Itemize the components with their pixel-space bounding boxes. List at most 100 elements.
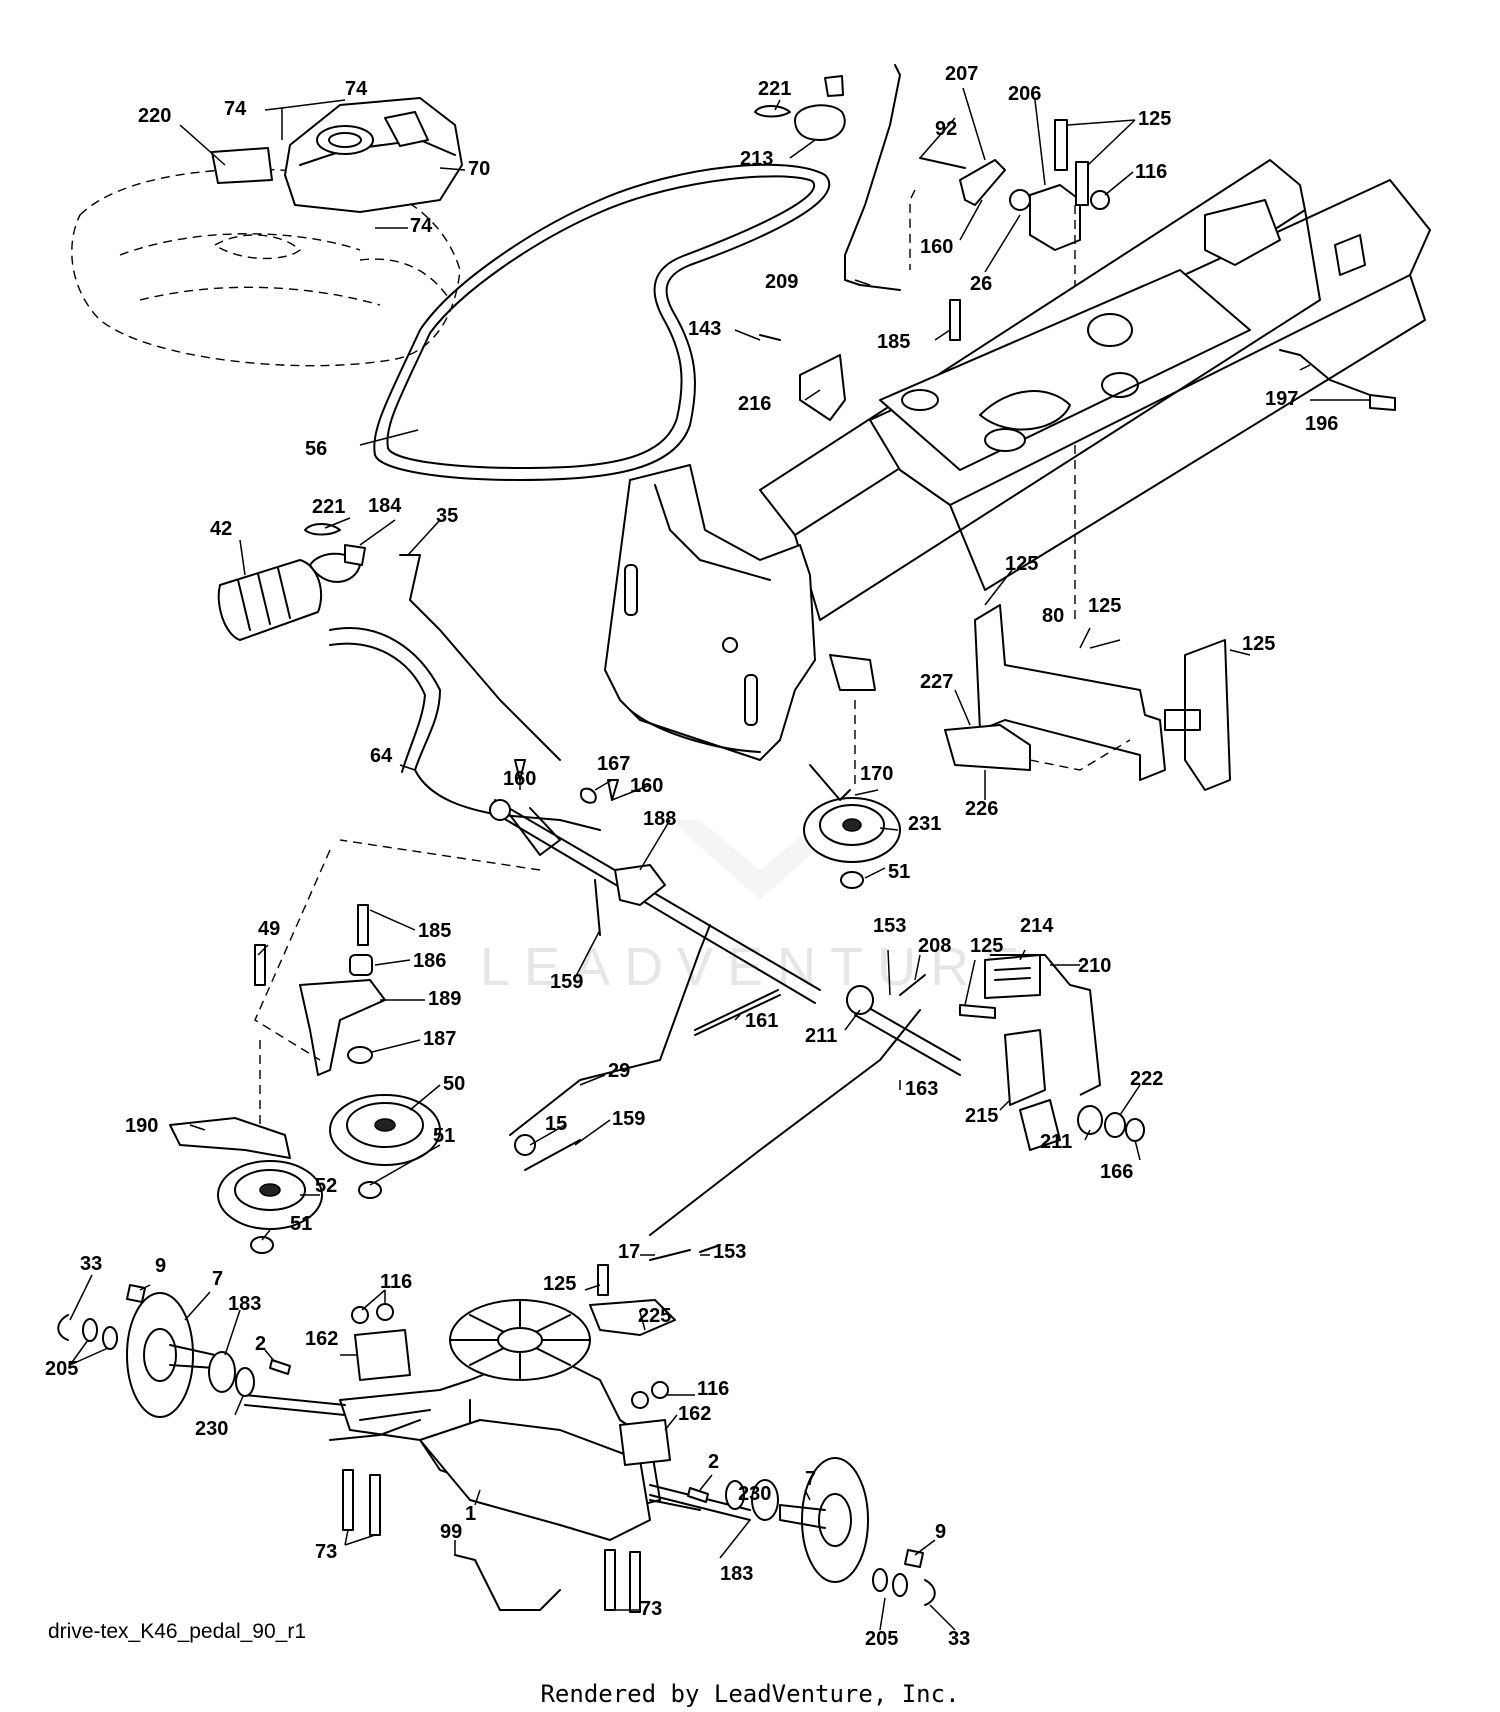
part-label[interactable]: 33 [948, 1628, 970, 1650]
part-label[interactable]: 74 [345, 78, 368, 100]
part-label[interactable]: 161 [745, 1010, 778, 1032]
part-label[interactable]: 185 [418, 920, 451, 942]
part-label[interactable]: 35 [436, 505, 458, 527]
part-label[interactable]: 160 [503, 768, 536, 790]
part-label[interactable]: 51 [433, 1125, 455, 1147]
part-label[interactable]: 125 [1242, 633, 1275, 655]
part-label[interactable]: 17 [618, 1241, 640, 1263]
part-label[interactable]: 222 [1130, 1068, 1163, 1090]
part-label[interactable]: 227 [920, 671, 953, 693]
part-label[interactable]: 33 [80, 1253, 102, 1275]
part-label[interactable]: 2 [255, 1333, 266, 1355]
part-label[interactable]: 9 [935, 1521, 946, 1543]
part-label[interactable]: 42 [210, 518, 232, 540]
part-label[interactable]: 226 [965, 798, 998, 820]
part-label[interactable]: 73 [640, 1598, 662, 1620]
part-label[interactable]: 153 [713, 1241, 746, 1263]
part-label[interactable]: 184 [368, 495, 402, 517]
part-label[interactable]: 167 [597, 753, 630, 775]
part-label[interactable]: 7 [805, 1468, 816, 1490]
part-label[interactable]: 2 [708, 1451, 719, 1473]
part-label[interactable]: 230 [738, 1483, 771, 1505]
part-label[interactable]: 159 [550, 971, 583, 993]
bolt-73-a [342, 1469, 354, 1531]
part-label[interactable]: 205 [45, 1358, 78, 1380]
part-label[interactable]: 221 [758, 78, 791, 100]
leader-lines [69, 87, 1370, 1631]
part-label[interactable]: 29 [608, 1060, 630, 1082]
part-label[interactable]: 50 [443, 1073, 465, 1095]
part-label[interactable]: 125 [543, 1273, 576, 1295]
part-label[interactable]: 7 [212, 1268, 223, 1290]
part-label[interactable]: 125 [1005, 553, 1038, 575]
part-label[interactable]: 143 [688, 318, 721, 340]
part-label[interactable]: 92 [935, 118, 957, 140]
rod-35 [399, 554, 561, 761]
bracket-216 [799, 354, 846, 421]
bushing-211-a [846, 985, 874, 1015]
part-label[interactable]: 215 [965, 1105, 998, 1127]
part-label[interactable]: 52 [315, 1175, 337, 1197]
part-label[interactable]: 216 [738, 393, 771, 415]
part-label[interactable]: 188 [643, 808, 676, 830]
part-label[interactable]: 190 [125, 1115, 158, 1137]
part-label[interactable]: 210 [1078, 955, 1111, 977]
part-label[interactable]: 162 [678, 1403, 711, 1425]
bolt-185-top [949, 299, 961, 341]
part-label[interactable]: 51 [888, 861, 910, 883]
part-label[interactable]: 170 [860, 763, 893, 785]
part-label[interactable]: 163 [905, 1078, 938, 1100]
part-label[interactable]: 160 [920, 236, 953, 258]
part-label[interactable]: 205 [865, 1628, 898, 1650]
part-label[interactable]: 230 [195, 1418, 228, 1440]
part-label[interactable]: 125 [1138, 108, 1171, 130]
knob-213 [794, 104, 846, 141]
part-label[interactable]: 220 [138, 105, 171, 127]
part-label[interactable]: 49 [258, 918, 280, 940]
part-label[interactable]: 221 [312, 496, 345, 518]
part-label[interactable]: 214 [1020, 915, 1054, 937]
part-label[interactable]: 183 [228, 1293, 261, 1315]
part-label[interactable]: 206 [1008, 83, 1041, 105]
part-label[interactable]: 185 [877, 331, 910, 353]
part-label[interactable]: 159 [612, 1108, 645, 1130]
part-label[interactable]: 160 [630, 775, 663, 797]
part-label[interactable]: 1 [465, 1503, 476, 1525]
part-label[interactable]: 225 [638, 1305, 671, 1327]
part-label[interactable]: 15 [545, 1113, 567, 1135]
part-label[interactable]: 231 [908, 813, 941, 835]
lever-64 [329, 627, 601, 831]
part-label[interactable]: 116 [380, 1271, 412, 1293]
part-label[interactable]: 51 [290, 1213, 312, 1235]
part-label[interactable]: 187 [423, 1028, 456, 1050]
part-label[interactable]: 56 [305, 438, 327, 460]
part-label[interactable]: 197 [1265, 388, 1298, 410]
part-label[interactable]: 166 [1100, 1161, 1133, 1183]
part-label[interactable]: 125 [1088, 595, 1121, 617]
part-label[interactable]: 162 [305, 1328, 338, 1350]
spring-17 [649, 1249, 691, 1261]
part-label[interactable]: 9 [155, 1255, 166, 1277]
part-label[interactable]: 213 [740, 148, 773, 170]
part-label[interactable]: 153 [873, 915, 906, 937]
part-label[interactable]: 80 [1042, 605, 1064, 627]
part-label[interactable]: 116 [697, 1378, 729, 1400]
part-label[interactable]: 74 [224, 98, 247, 120]
part-label[interactable]: 186 [413, 950, 446, 972]
part-label[interactable]: 116 [1135, 161, 1167, 183]
part-label[interactable]: 211 [805, 1025, 837, 1047]
part-label[interactable]: 70 [468, 158, 490, 180]
part-label[interactable]: 209 [765, 271, 798, 293]
part-label[interactable]: 26 [970, 273, 992, 295]
part-label[interactable]: 74 [410, 215, 433, 237]
part-label[interactable]: 73 [315, 1541, 337, 1563]
part-label[interactable]: 208 [918, 935, 951, 957]
part-label[interactable]: 99 [440, 1521, 462, 1543]
part-label[interactable]: 207 [945, 63, 978, 85]
part-label[interactable]: 211 [1040, 1131, 1072, 1153]
part-label[interactable]: 125 [970, 935, 1003, 957]
part-label[interactable]: 64 [370, 745, 393, 767]
part-label[interactable]: 189 [428, 988, 461, 1010]
part-label[interactable]: 183 [720, 1563, 753, 1585]
part-label[interactable]: 196 [1305, 413, 1338, 435]
